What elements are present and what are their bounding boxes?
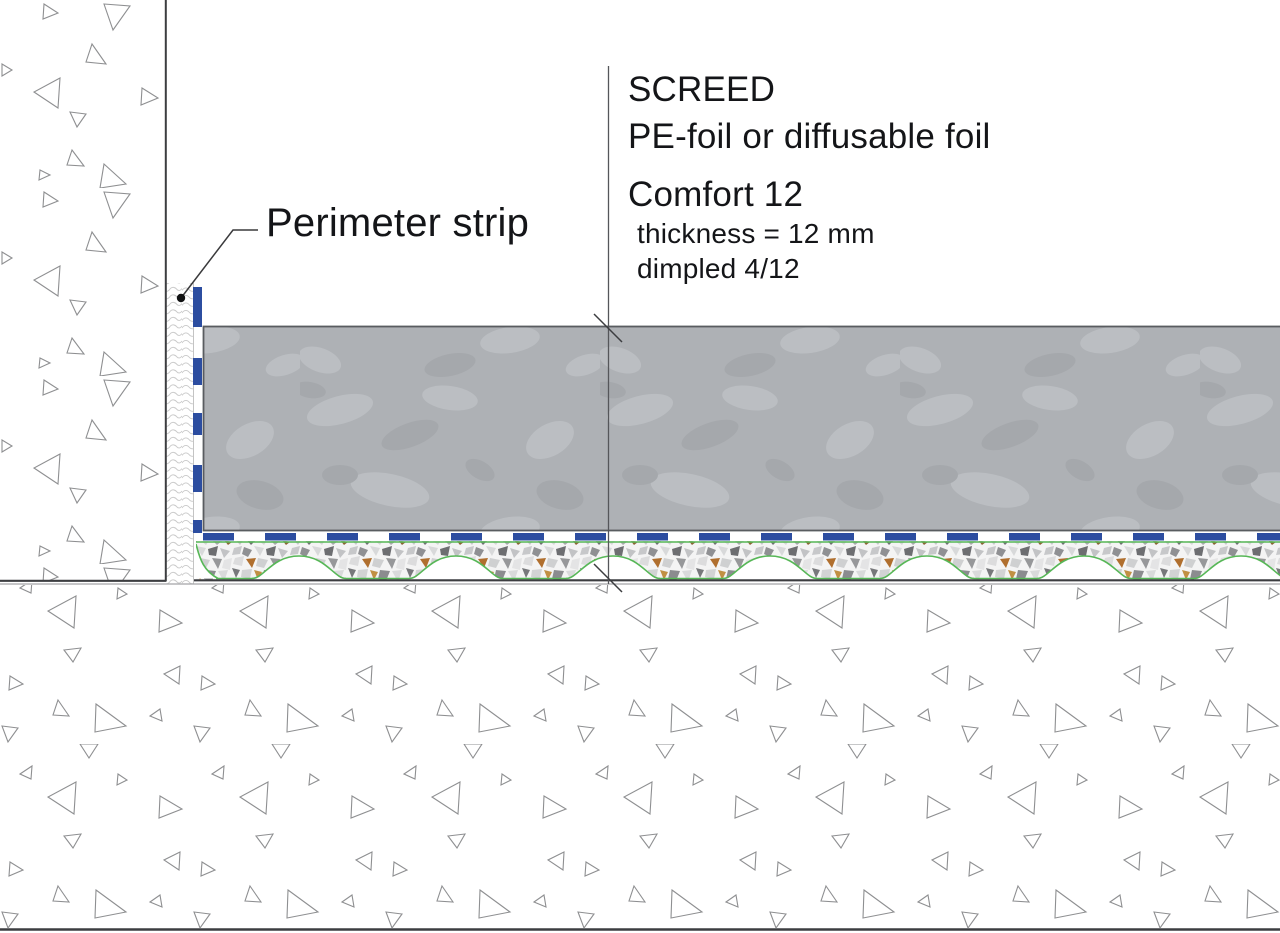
subsoil-concrete-hatch	[0, 585, 1280, 928]
wall-concrete-hatch	[0, 0, 165, 580]
label-screed: SCREED	[628, 70, 776, 109]
perimeter-leader-line	[180, 229, 258, 299]
perimeter-strip-layer	[166, 283, 194, 584]
label-comfort-thickness: thickness = 12 mm	[637, 218, 875, 249]
dimpled-membrane-layer	[196, 541, 1280, 581]
section-tick-bottom	[593, 563, 623, 593]
label-comfort: Comfort 12	[628, 175, 804, 214]
perimeter-leader-dot	[176, 293, 186, 303]
label-perimeter-strip: Perimeter strip	[266, 201, 530, 245]
membrane-left-curve	[196, 543, 219, 580]
screed-layer	[202, 325, 1280, 532]
section-tick-top	[593, 313, 623, 343]
label-pe-foil: PE-foil or diffusable foil	[628, 117, 991, 156]
label-comfort-dimpled: dimpled 4/12	[637, 253, 800, 284]
